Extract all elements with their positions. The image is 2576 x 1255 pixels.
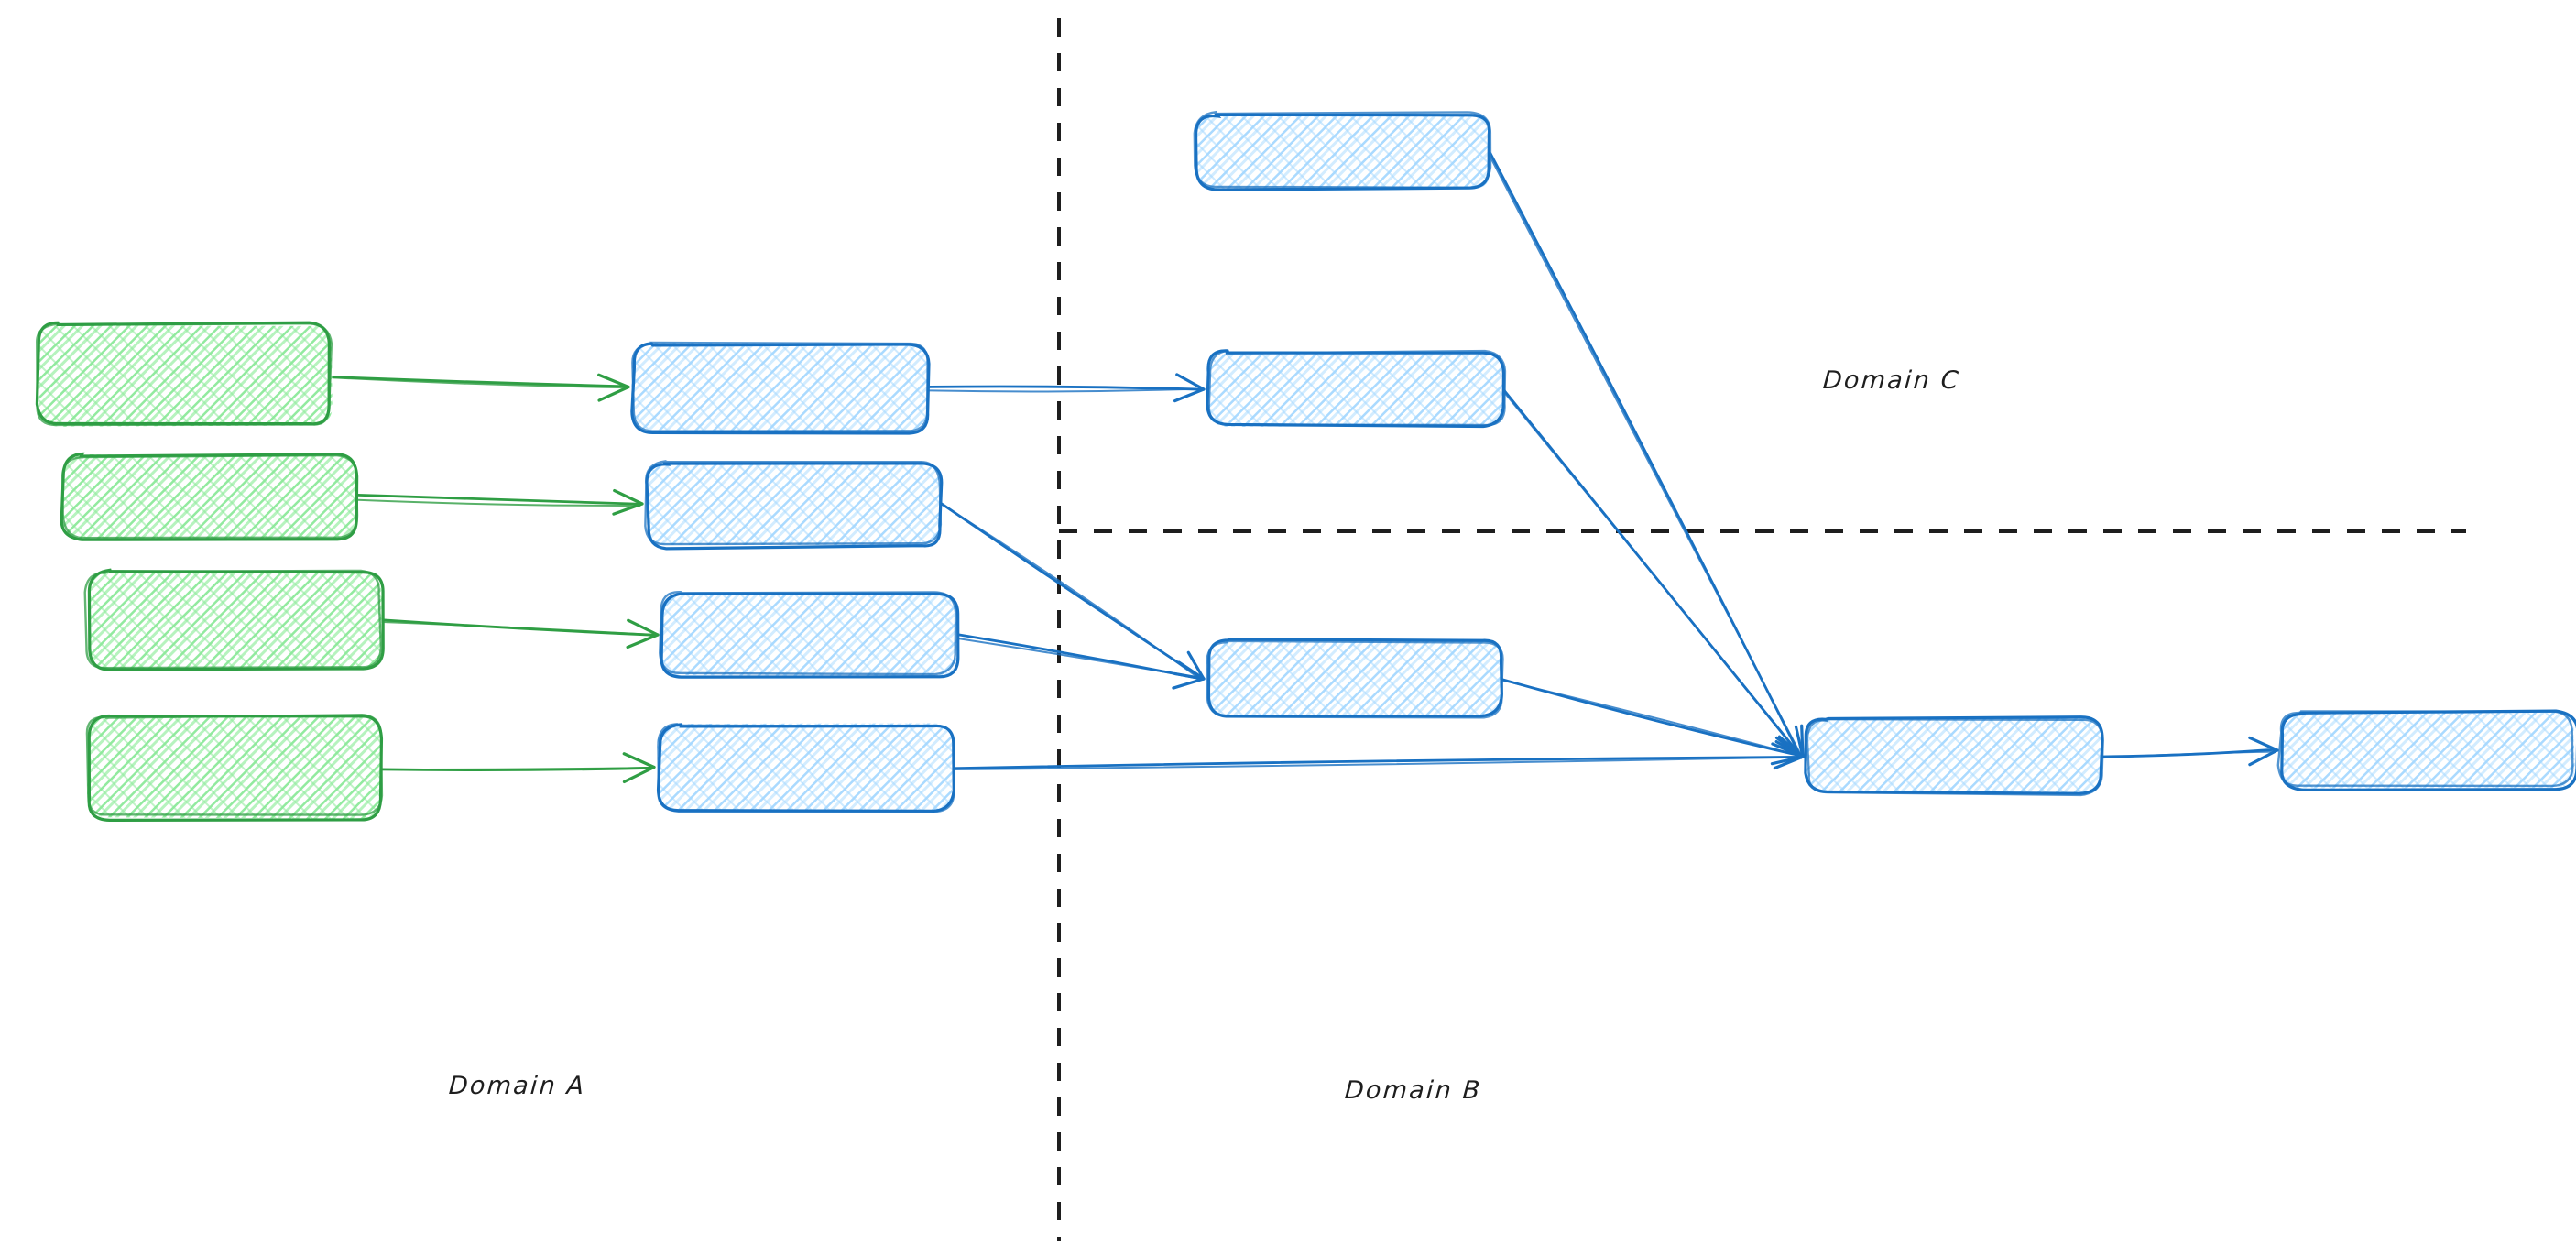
node-c1[interactable] [1193, 110, 1492, 191]
node-a1[interactable] [35, 321, 333, 427]
edge-hub-to-out [2099, 736, 2279, 767]
edge-b3-to-c3 [955, 632, 1206, 690]
node-out[interactable] [2276, 709, 2576, 791]
edge-c1-to-hub [1488, 152, 1805, 759]
edge-b4-to-hub [951, 742, 1805, 771]
node-a2[interactable] [60, 452, 359, 541]
edge-c2-to-hub [1501, 388, 1805, 758]
node-b1[interactable] [630, 341, 931, 435]
node-b4[interactable] [656, 723, 955, 813]
node-b2[interactable] [644, 460, 944, 551]
edge-a3-to-b3 [378, 618, 660, 649]
label-domain-b: Domain B [1343, 1076, 1483, 1105]
node-c3[interactable] [1206, 638, 1504, 719]
domain-dividers [1057, 18, 2466, 1241]
node-layer [35, 110, 2576, 822]
node-a4[interactable] [85, 714, 384, 822]
edge-a4-to-b4 [379, 752, 656, 784]
label-domain-c: Domain C [1821, 366, 1961, 395]
edge-a1-to-b1 [328, 373, 630, 402]
edge-c3-to-hub [1500, 677, 1805, 766]
edge-a2-to-b2 [353, 488, 644, 516]
label-domain-a: Domain A [447, 1072, 587, 1100]
node-hub[interactable] [1804, 715, 2104, 797]
edge-b1-to-c2 [924, 373, 1206, 403]
node-b3[interactable] [659, 591, 960, 679]
node-a3[interactable] [83, 568, 385, 671]
edge-layer [328, 152, 2279, 784]
node-c2[interactable] [1206, 349, 1507, 429]
